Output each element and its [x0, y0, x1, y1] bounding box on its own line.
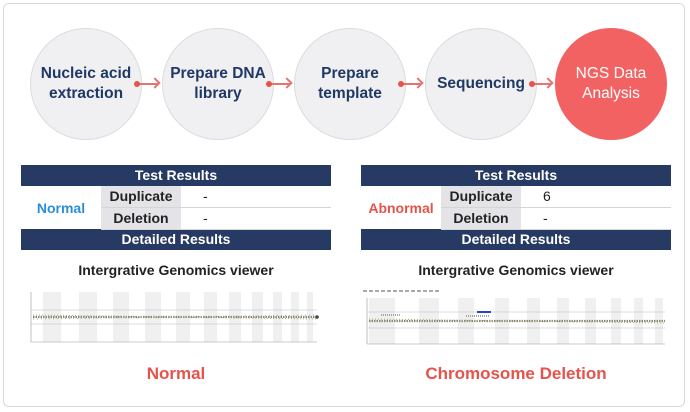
flow-arrow-2 [266, 77, 293, 89]
detailed-results-header: Detailed Results [21, 229, 331, 250]
deletion-value: - [203, 210, 208, 226]
deletion-label: Deletion [101, 208, 181, 229]
step-sequencing: Sequencing [425, 28, 537, 140]
flow-arrow-3 [398, 77, 424, 89]
duplicate-label: Duplicate [101, 186, 181, 207]
duplicate-label: Duplicate [441, 186, 521, 207]
panel-abnormal: Test Results Abnormal Duplicate 6 Deleti… [361, 165, 671, 350]
step-prepare-dna-library: Prepare DNA library [162, 28, 274, 140]
step-label: Nucleic acid extraction [40, 65, 132, 102]
test-results-header: Test Results [21, 165, 331, 186]
deletion-value: - [543, 210, 548, 226]
panel-normal: Test Results Normal Duplicate - Deletion… [21, 165, 331, 350]
duplicate-row: Duplicate 6 [441, 186, 671, 208]
test-results-table: Abnormal Duplicate 6 Deletion - [361, 186, 671, 230]
test-results-table: Normal Duplicate - Deletion - [21, 186, 331, 230]
duplicate-value: - [203, 188, 208, 204]
outer-frame [3, 3, 685, 407]
viewer-title: Intergrative Genomics viewer [418, 262, 614, 278]
step-nucleic-acid-extraction: Nucleic acid extraction [30, 28, 142, 140]
step-label: Prepare DNA library [170, 65, 266, 102]
step-label: Sequencing [437, 75, 525, 92]
duplicate-row: Duplicate - [101, 186, 331, 208]
status-label: Abnormal [368, 199, 434, 216]
status-label: Normal [36, 199, 86, 216]
step-ngs-data-analysis: NGS Data Analysis [555, 28, 667, 140]
step-label: Prepare template [318, 65, 382, 102]
deletion-label: Deletion [441, 208, 521, 229]
flow-arrow-1 [134, 77, 161, 89]
test-results-header: Test Results [361, 165, 671, 186]
deletion-row: Deletion - [441, 208, 671, 230]
flow-arrow-4 [529, 77, 554, 89]
caption-chromosome-deletion: Chromosome Deletion [425, 364, 607, 383]
step-label: NGS Data Analysis [575, 65, 647, 102]
detailed-results-header: Detailed Results [361, 229, 671, 250]
igv-plot-normal [29, 292, 319, 343]
duplicate-value: 6 [543, 188, 551, 204]
igv-plot-deletion [363, 290, 666, 345]
caption-normal: Normal [146, 364, 206, 383]
step-prepare-template: Prepare template [294, 28, 406, 140]
deletion-row: Deletion - [101, 208, 331, 230]
viewer-title: Intergrative Genomics viewer [78, 262, 274, 278]
